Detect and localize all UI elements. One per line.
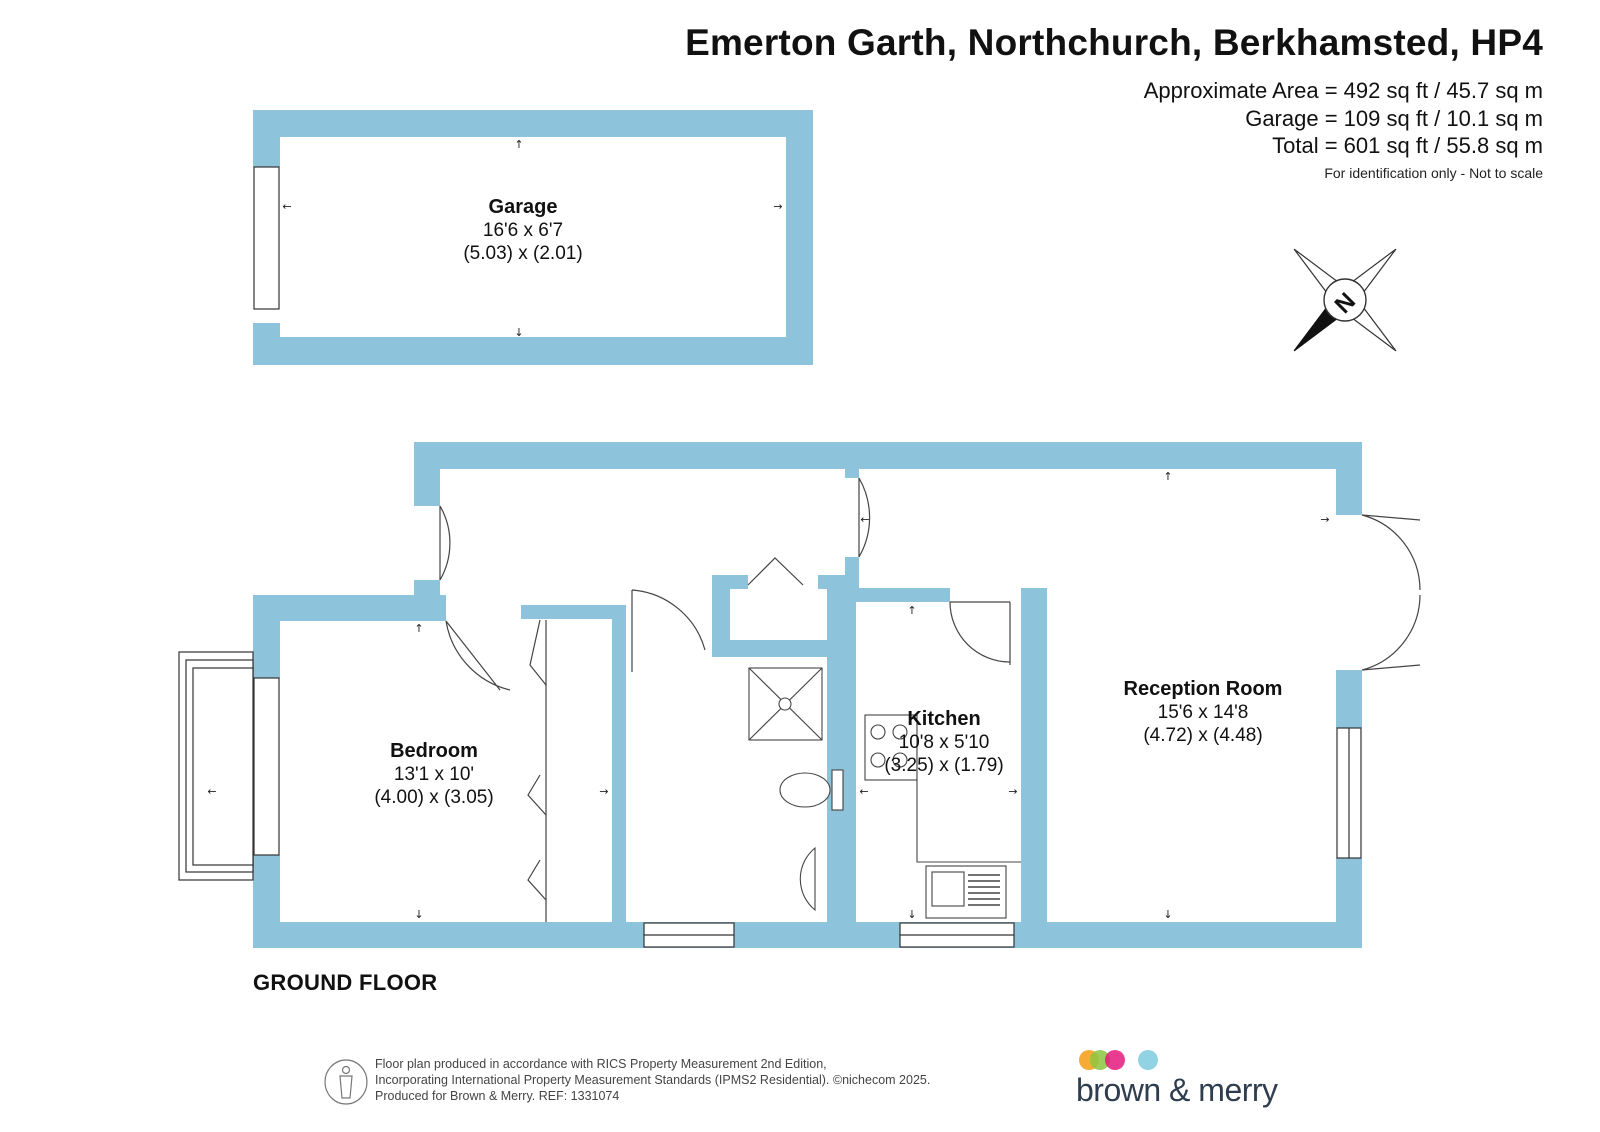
svg-text:↑: ↑ bbox=[414, 622, 423, 635]
room-label-reception: Reception Room 15'6 x 14'8 (4.72) x (4.4… bbox=[1124, 678, 1283, 747]
wall-bedroom-bath bbox=[612, 605, 626, 933]
walls bbox=[253, 110, 1362, 948]
svg-text:→: → bbox=[599, 785, 608, 798]
ipms-person-icon bbox=[324, 1059, 368, 1105]
room-metric: (3.25) x (1.79) bbox=[884, 755, 1004, 776]
wall-bedroom-left-upper bbox=[253, 595, 280, 678]
svg-text:↑: ↑ bbox=[514, 138, 523, 151]
total-area: Total = 601 sq ft / 55.8 sq m bbox=[1272, 133, 1543, 158]
fixtures bbox=[748, 667, 1021, 919]
room-metric: (4.72) x (4.48) bbox=[1143, 725, 1263, 746]
brand-logo-dots bbox=[1079, 1050, 1158, 1070]
wall-cupboard-left bbox=[712, 575, 730, 657]
room-label-bedroom: Bedroom 13'1 x 10' (4.00) x (3.05) bbox=[374, 740, 493, 809]
wall-wardrobe-top bbox=[521, 605, 626, 619]
approximate-area: Approximate Area = 492 sq ft / 45.7 sq m bbox=[1143, 78, 1543, 103]
shower-drain bbox=[778, 697, 792, 711]
room-name: Reception Room bbox=[1123, 678, 1283, 700]
cupboard-door bbox=[747, 557, 804, 586]
wall-right-top bbox=[1336, 442, 1362, 515]
worktop bbox=[916, 715, 1021, 863]
disclaimer: For identification only - Not to scale bbox=[1324, 165, 1543, 181]
brand-logo-text: brown & merry bbox=[1076, 1072, 1278, 1108]
room-imperial: 16'6 x 6'7 bbox=[482, 220, 564, 241]
footer-line: Incorporating International Property Mea… bbox=[375, 1073, 931, 1087]
svg-text:→: → bbox=[773, 200, 782, 213]
wall-right-mid bbox=[1336, 670, 1362, 728]
svg-text:↓: ↓ bbox=[414, 908, 423, 921]
room-label-kitchen: Kitchen 10'8 x 5'10 (3.25) x (1.79) bbox=[884, 708, 1003, 777]
wall-bedroom-top bbox=[253, 595, 446, 621]
room-metric: (4.00) x (3.05) bbox=[374, 787, 494, 808]
wall-bath-kitchen bbox=[827, 575, 856, 933]
svg-text:↑: ↑ bbox=[907, 604, 916, 617]
reception-door bbox=[858, 477, 871, 558]
dimension-markers: ↑ ↓ ← → ↑ ↓ ← → ← ↑ ↓ ← → ↑ ↓ → bbox=[207, 138, 1329, 921]
wall-kitchen-top bbox=[856, 588, 950, 602]
kitchen-door bbox=[949, 601, 1011, 665]
svg-text:↓: ↓ bbox=[907, 908, 916, 921]
drainer bbox=[968, 874, 1000, 906]
footer-line: Produced for Brown & Merry. REF: 1331074 bbox=[375, 1089, 620, 1103]
hall-door bbox=[439, 505, 451, 581]
svg-text:←: ← bbox=[859, 785, 868, 798]
doors bbox=[439, 477, 1421, 922]
garage-wall-left-lower bbox=[253, 323, 280, 365]
floor-label: GROUND FLOOR bbox=[253, 970, 438, 995]
wall-kitchen-reception bbox=[1021, 588, 1047, 933]
room-name: Kitchen bbox=[907, 708, 981, 730]
garage-area: Garage = 109 sq ft / 10.1 sq m bbox=[1245, 106, 1543, 131]
svg-text:↑: ↑ bbox=[1163, 470, 1172, 483]
wall-hall-stub-lower bbox=[845, 557, 859, 589]
svg-text:←: ← bbox=[860, 513, 869, 526]
room-metric: (5.03) x (2.01) bbox=[463, 243, 583, 264]
wall-cupboard-bottom bbox=[712, 640, 827, 657]
wall-hall-stub bbox=[845, 459, 859, 478]
svg-text:↓: ↓ bbox=[514, 326, 523, 339]
compass-icon bbox=[1293, 248, 1397, 352]
sink-bowl bbox=[931, 871, 965, 907]
room-imperial: 10'8 x 5'10 bbox=[898, 732, 990, 753]
footer-line: Floor plan produced in accordance with R… bbox=[375, 1057, 827, 1071]
svg-text:←: ← bbox=[282, 200, 291, 213]
garage-door bbox=[253, 166, 280, 310]
room-imperial: 13'1 x 10' bbox=[393, 764, 475, 785]
basin bbox=[799, 846, 816, 912]
toilet-cistern bbox=[831, 769, 844, 811]
svg-text:←: ← bbox=[207, 785, 216, 798]
room-name: Bedroom bbox=[390, 740, 478, 762]
bay-window-inner bbox=[192, 667, 254, 866]
garage-wall-left-upper bbox=[253, 110, 280, 167]
wardrobe-doors bbox=[527, 619, 547, 901]
room-name: Garage bbox=[488, 196, 558, 218]
wall-bottom bbox=[253, 922, 1362, 948]
bedroom-door bbox=[445, 620, 511, 691]
room-imperial: 15'6 x 14'8 bbox=[1157, 702, 1249, 723]
svg-text:↓: ↓ bbox=[1163, 908, 1172, 921]
french-doors bbox=[1361, 514, 1421, 671]
wall-top bbox=[414, 442, 1362, 469]
property-title: Emerton Garth, Northchurch, Berkhamsted,… bbox=[685, 22, 1543, 63]
bedroom-window bbox=[253, 677, 280, 856]
wall-hall-left bbox=[414, 442, 440, 506]
windows bbox=[178, 166, 1362, 948]
bathroom-door bbox=[631, 589, 706, 672]
garage-wall-right bbox=[786, 110, 813, 365]
room-label-garage: Garage 16'6 x 6'7 (5.03) x (2.01) bbox=[463, 196, 582, 265]
toilet-bowl bbox=[779, 772, 831, 808]
svg-text:→: → bbox=[1320, 513, 1329, 526]
garage-wall-bottom bbox=[253, 337, 813, 365]
wall-cupboard-top-left bbox=[712, 575, 748, 589]
wall-right-bottom bbox=[1336, 858, 1362, 948]
svg-text:→: → bbox=[1008, 785, 1017, 798]
garage-wall-top bbox=[253, 110, 813, 137]
